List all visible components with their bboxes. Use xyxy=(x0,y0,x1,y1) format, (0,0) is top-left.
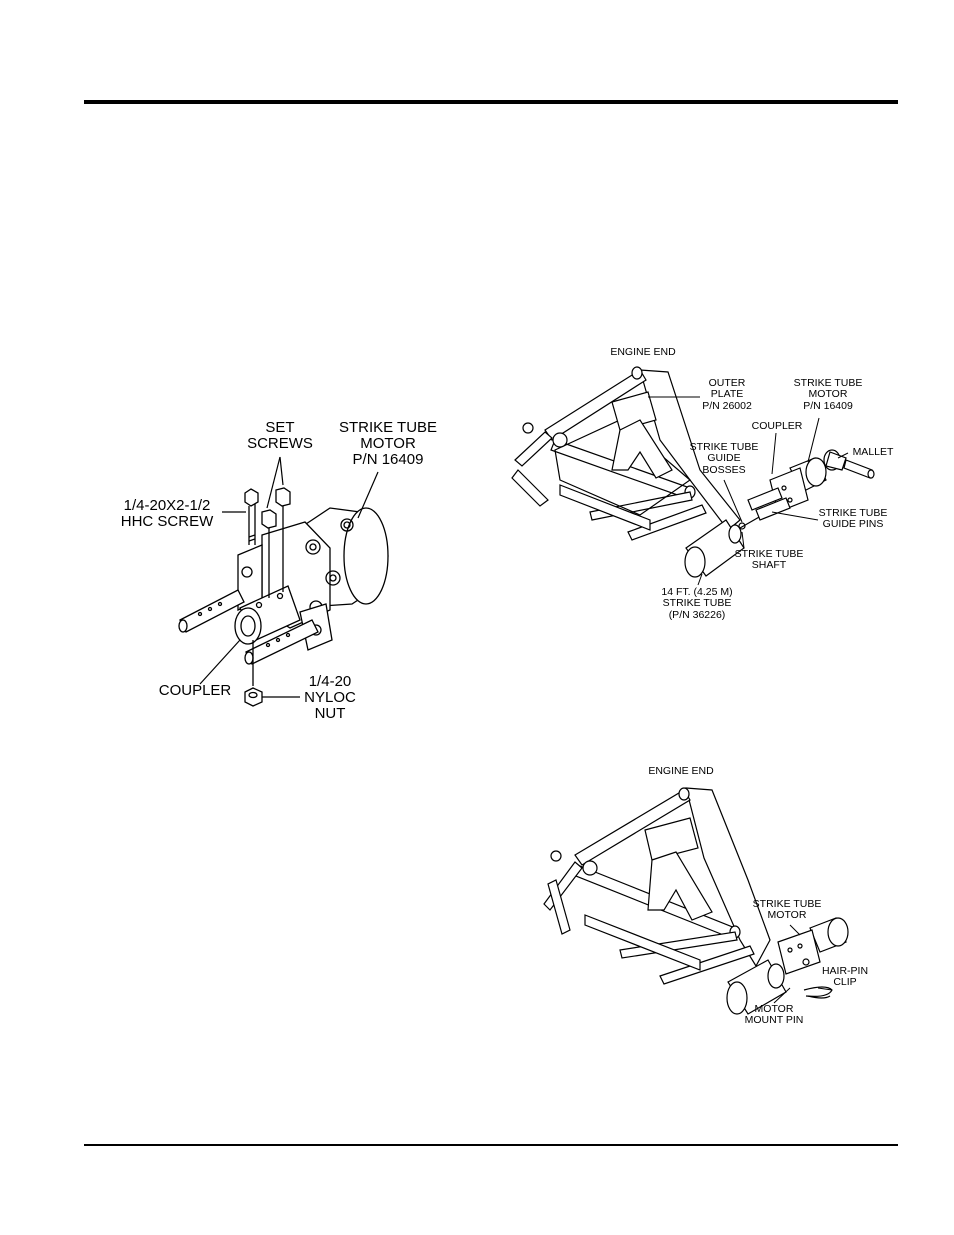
label-line: MOTOR xyxy=(808,388,848,401)
label-line: GUIDE xyxy=(707,452,741,465)
label-line: SHAFT xyxy=(751,559,787,572)
label-set-screws: SET SCREWS xyxy=(240,419,320,453)
label-line: NUT xyxy=(314,705,346,723)
label-line: COUPLER xyxy=(751,420,803,432)
label-hairpin-clip: HAIR-PIN CLIP xyxy=(812,965,878,989)
label-line: COUPLER xyxy=(158,682,232,699)
frame-body xyxy=(551,818,712,970)
hhc-screw xyxy=(245,489,258,545)
label-line: SET xyxy=(265,419,295,436)
label-line: STRIKE TUBE xyxy=(734,548,804,560)
label-line: STRIKE TUBE xyxy=(689,441,759,453)
label-strike-tube-shaft: STRIKE TUBE SHAFT xyxy=(722,548,816,572)
label-line: HAIR-PIN xyxy=(821,965,869,977)
label-line: MOTOR xyxy=(767,909,807,922)
label-line: (P/N 36226) xyxy=(668,608,726,621)
label-line: PLATE xyxy=(710,388,744,401)
label-line: 1/4-20X2-1/2 xyxy=(123,497,211,514)
label-line: STRIKE TUBE xyxy=(662,597,732,610)
label-line: MALLET xyxy=(852,446,894,458)
guide-pins xyxy=(179,590,318,664)
label-line: MOTOR xyxy=(360,435,416,453)
label-line: OUTER xyxy=(708,377,746,389)
label-strike-tube-motor: STRIKE TUBE MOTOR xyxy=(740,898,834,922)
label-line: CLIP xyxy=(833,976,857,989)
footer-rule xyxy=(84,1144,898,1146)
label-line: MOUNT PIN xyxy=(744,1014,804,1027)
label-outer-plate: OUTER PLATE P/N 26002 xyxy=(692,377,762,412)
outer-plate xyxy=(686,788,770,966)
guide-boss xyxy=(739,523,745,529)
label-line: HHC SCREW xyxy=(120,513,214,531)
label-coupler: COUPLER xyxy=(152,682,238,699)
leader-lines-fig3 xyxy=(774,925,832,1003)
header-rule xyxy=(84,100,898,104)
label-line: MOTOR xyxy=(754,1003,794,1015)
label-coupler: COUPLER xyxy=(744,420,810,432)
label-line: SCREWS xyxy=(247,435,313,453)
label-guide-pins: STRIKE TUBE GUIDE PINS xyxy=(806,507,900,531)
label-line: 1/4-20 xyxy=(308,673,352,690)
label-engine-end: ENGINE END xyxy=(598,346,688,358)
label-line: NYLOC xyxy=(304,689,356,707)
label-line: STRIKE TUBE xyxy=(752,898,822,910)
label-strike-tube-motor: STRIKE TUBE MOTOR P/N 16409 xyxy=(328,419,448,469)
label-strike-tube-motor: STRIKE TUBE MOTOR P/N 16409 xyxy=(780,377,876,412)
label-line: STRIKE TUBE xyxy=(818,507,888,519)
coupler-part xyxy=(235,586,300,644)
label-line: 14 FT. (4.25 M) xyxy=(661,586,733,598)
label-line: ENGINE END xyxy=(610,346,676,358)
label-line: GUIDE PINS xyxy=(822,518,884,531)
motor-body xyxy=(300,508,388,606)
leader-lines-fig2 xyxy=(648,397,848,585)
frame-body xyxy=(523,392,690,530)
label-line: P/N 26002 xyxy=(702,399,752,412)
leader-lines xyxy=(200,457,378,697)
label-line: BOSSES xyxy=(702,463,746,476)
motor-part xyxy=(748,458,826,520)
nyloc-nut-part xyxy=(245,640,262,706)
label-mallet: MALLET xyxy=(846,446,900,458)
label-strike-tube: 14 FT. (4.25 M) STRIKE TUBE (P/N 36226) xyxy=(642,586,752,621)
label-hhc-screw: 1/4-20X2-1/2 HHC SCREW xyxy=(110,497,224,531)
label-nyloc-nut: 1/4-20 NYLOC NUT xyxy=(294,673,366,723)
set-screws xyxy=(262,488,290,598)
label-motor-mount-pin: MOTOR MOUNT PIN xyxy=(736,1003,812,1027)
label-line: STRIKE TUBE xyxy=(338,419,438,436)
label-line: P/N 16409 xyxy=(352,451,424,469)
motor-part xyxy=(778,918,848,974)
label-line: ENGINE END xyxy=(648,765,714,777)
label-line: STRIKE TUBE xyxy=(793,377,863,389)
label-engine-end: ENGINE END xyxy=(636,765,726,777)
label-line: P/N 16409 xyxy=(803,399,853,412)
strike-tube-part xyxy=(685,520,744,577)
label-guide-bosses: STRIKE TUBE GUIDE BOSSES xyxy=(676,441,772,476)
